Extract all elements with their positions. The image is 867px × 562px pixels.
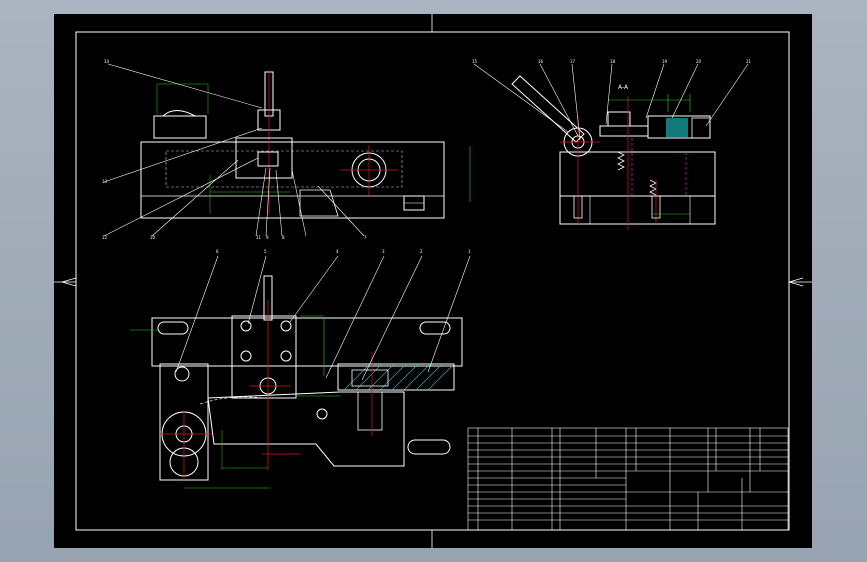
callout-16: 16 — [538, 59, 544, 64]
section-title: A-A — [618, 84, 629, 91]
callout-1: 1 — [468, 249, 471, 254]
front-view — [140, 70, 471, 219]
callout-6: 6 — [216, 249, 219, 254]
callout-3: 3 — [382, 249, 385, 254]
callout-2: 2 — [420, 249, 423, 254]
drawing-sheet — [54, 14, 812, 548]
callout-5: 5 — [264, 249, 267, 254]
callout-10: 10 — [150, 235, 156, 240]
callout-19: 19 — [662, 59, 668, 64]
section-view — [511, 75, 716, 230]
callout-front-mid: 13 — [102, 179, 108, 184]
callout-9: 9 — [266, 235, 269, 240]
callout-15: 15 — [472, 59, 478, 64]
callout-front-top: 14 — [104, 59, 110, 64]
front-leaders — [103, 63, 365, 237]
border-ticks — [54, 14, 812, 548]
callout-8: 8 — [282, 235, 285, 240]
drawing-border — [75, 31, 790, 531]
plan-leaders — [175, 255, 471, 381]
title-block — [467, 427, 789, 531]
plan-view — [130, 275, 463, 489]
callout-20: 20 — [696, 59, 702, 64]
callout-17: 17 — [570, 59, 576, 64]
callout-11: 11 — [256, 235, 262, 240]
callout-7: 7 — [364, 235, 367, 240]
callout-18: 18 — [610, 59, 616, 64]
callout-4: 4 — [336, 249, 339, 254]
callout-21: 21 — [746, 59, 752, 64]
section-leaders — [473, 63, 749, 141]
callout-front-low: 12 — [102, 235, 108, 240]
